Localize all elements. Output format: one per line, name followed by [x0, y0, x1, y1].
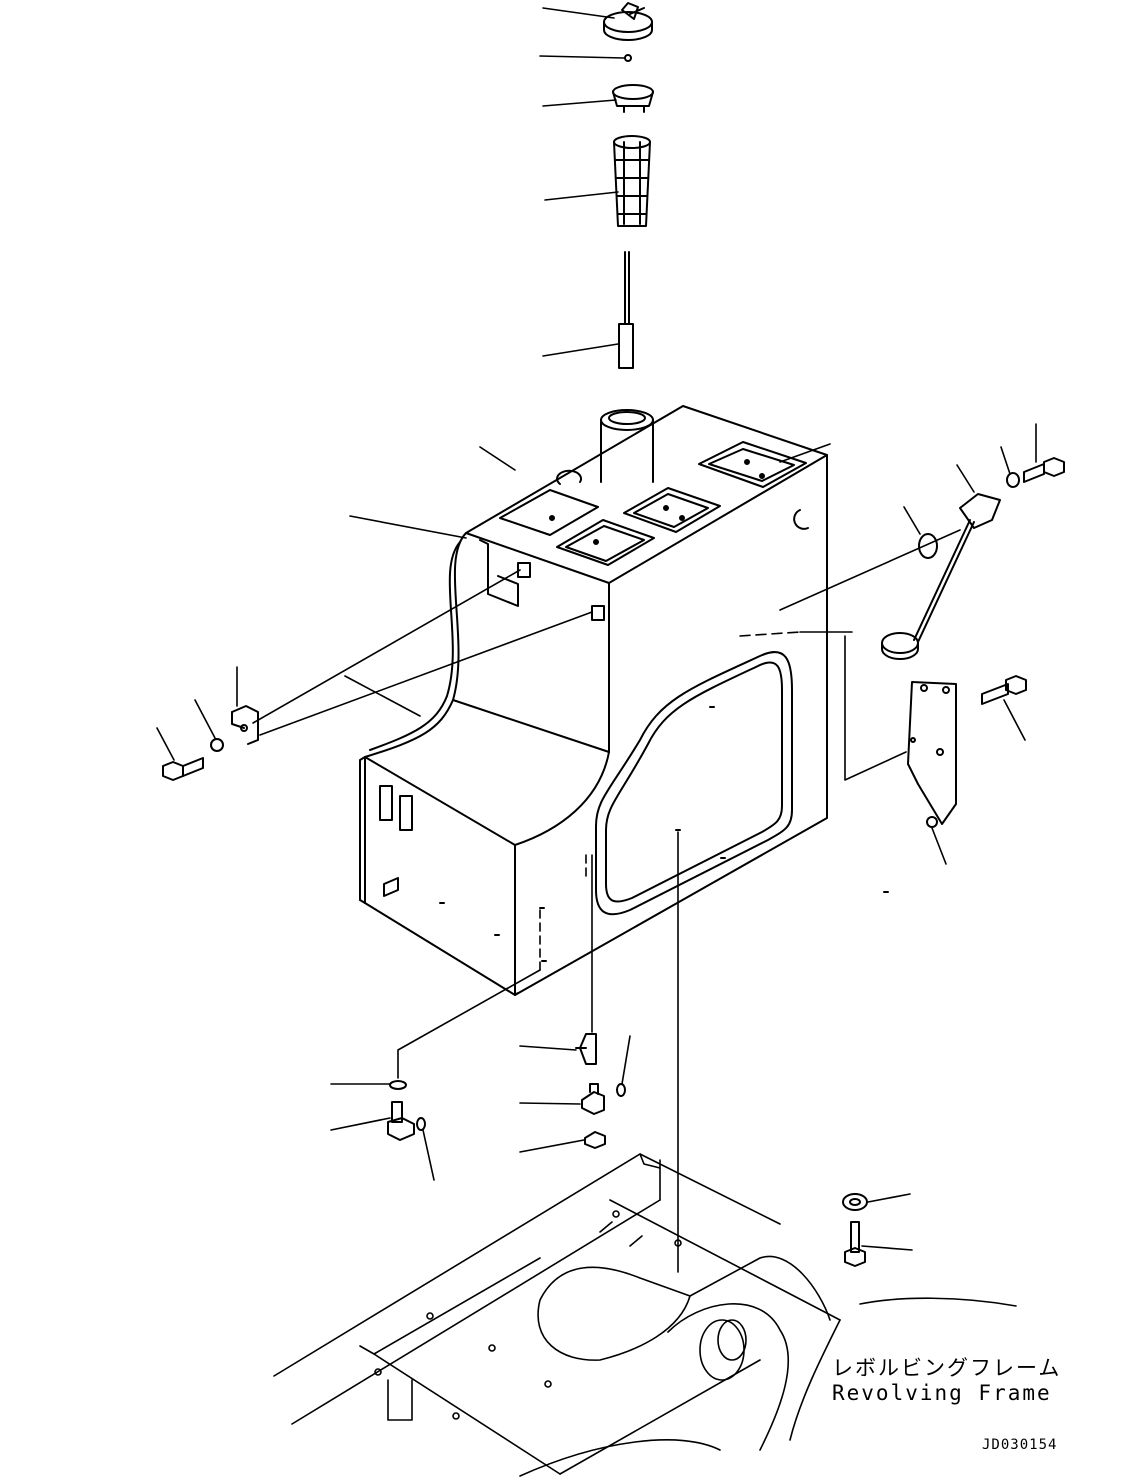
bolt-left [162, 757, 204, 781]
gasket-oval [918, 533, 938, 559]
frame-washer [842, 1193, 868, 1211]
washer-left [210, 738, 224, 752]
tank-mount-bracket-left [231, 705, 259, 745]
leader-lines-bottom [330, 831, 679, 1273]
frame-label-jp: レボルビングフレーム [832, 1356, 1062, 1380]
cap-pin [624, 54, 632, 62]
filler-strainer [613, 135, 651, 227]
bolt-right-mid [981, 675, 1027, 705]
leader-lines-right [739, 423, 1037, 865]
filler-adapter [612, 84, 654, 113]
frame-label-en: Revolving Frame [832, 1381, 1052, 1405]
bolt-right-top [1023, 457, 1065, 483]
drawing-id: JD030154 [982, 1437, 1058, 1453]
fuel-cap [603, 2, 653, 41]
leader-lines-frame [861, 1193, 913, 1251]
revolving-frame [273, 1153, 1017, 1477]
frame-bolt [844, 1221, 866, 1267]
leader-lines-top [349, 7, 831, 539]
drain-fittings [387, 1033, 626, 1149]
gauge-stick [618, 251, 634, 369]
fuel-level-sender [881, 493, 1001, 660]
washer-right-top [1006, 472, 1020, 488]
leader-lines-left [156, 569, 593, 761]
side-bracket-right [907, 681, 957, 828]
fuel-tank [359, 405, 889, 996]
